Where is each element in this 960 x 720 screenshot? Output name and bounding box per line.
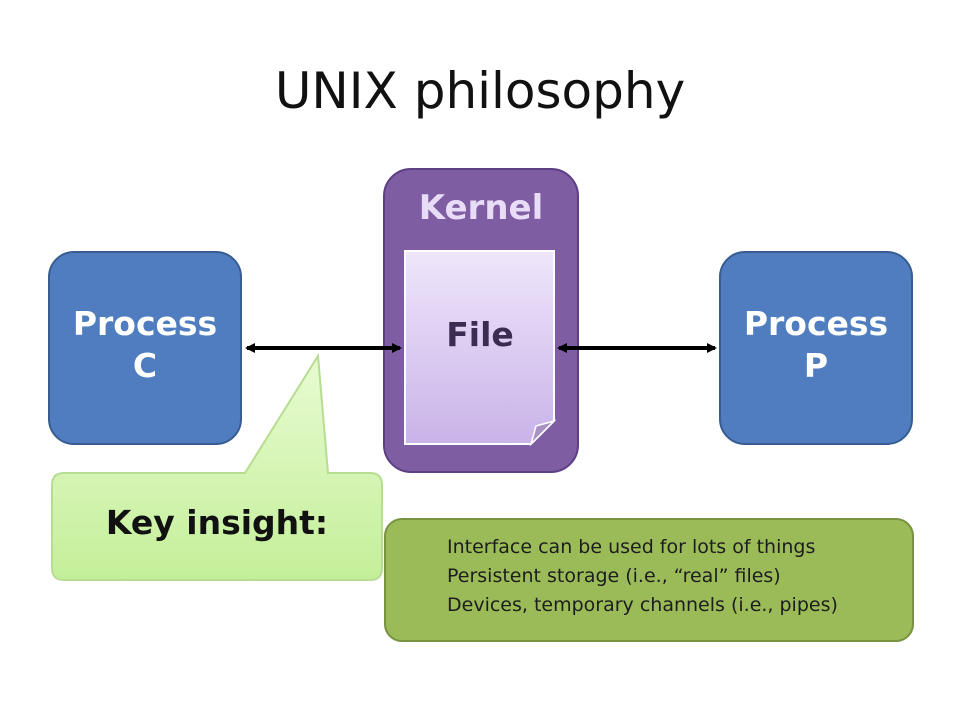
process-p-line2: P: [803, 346, 829, 385]
insight-list: Interface can be used for lots of things…: [447, 533, 907, 620]
slide-title: UNIX philosophy: [274, 62, 686, 120]
insight-line: Devices, temporary channels (i.e., pipes…: [447, 594, 838, 616]
key-insight-callout: [51, 352, 383, 581]
process-c-box: [48, 251, 242, 445]
process-c-line2: C: [132, 346, 158, 385]
insight-line: Interface can be used for lots of things: [447, 536, 816, 558]
process-c-label: Process C: [48, 303, 242, 387]
insight-line: Persistent storage (i.e., “real” files): [447, 565, 781, 587]
process-p-line1: Process: [743, 304, 889, 343]
kernel-label: Kernel: [418, 188, 544, 228]
key-insight-label: Key insight:: [105, 503, 329, 542]
process-p-label: Process P: [719, 303, 913, 387]
file-fold: [529, 419, 557, 447]
file-label: File: [446, 315, 514, 354]
process-p-box: [719, 251, 913, 445]
process-c-line1: Process: [72, 304, 218, 343]
insight-box: [384, 518, 914, 642]
